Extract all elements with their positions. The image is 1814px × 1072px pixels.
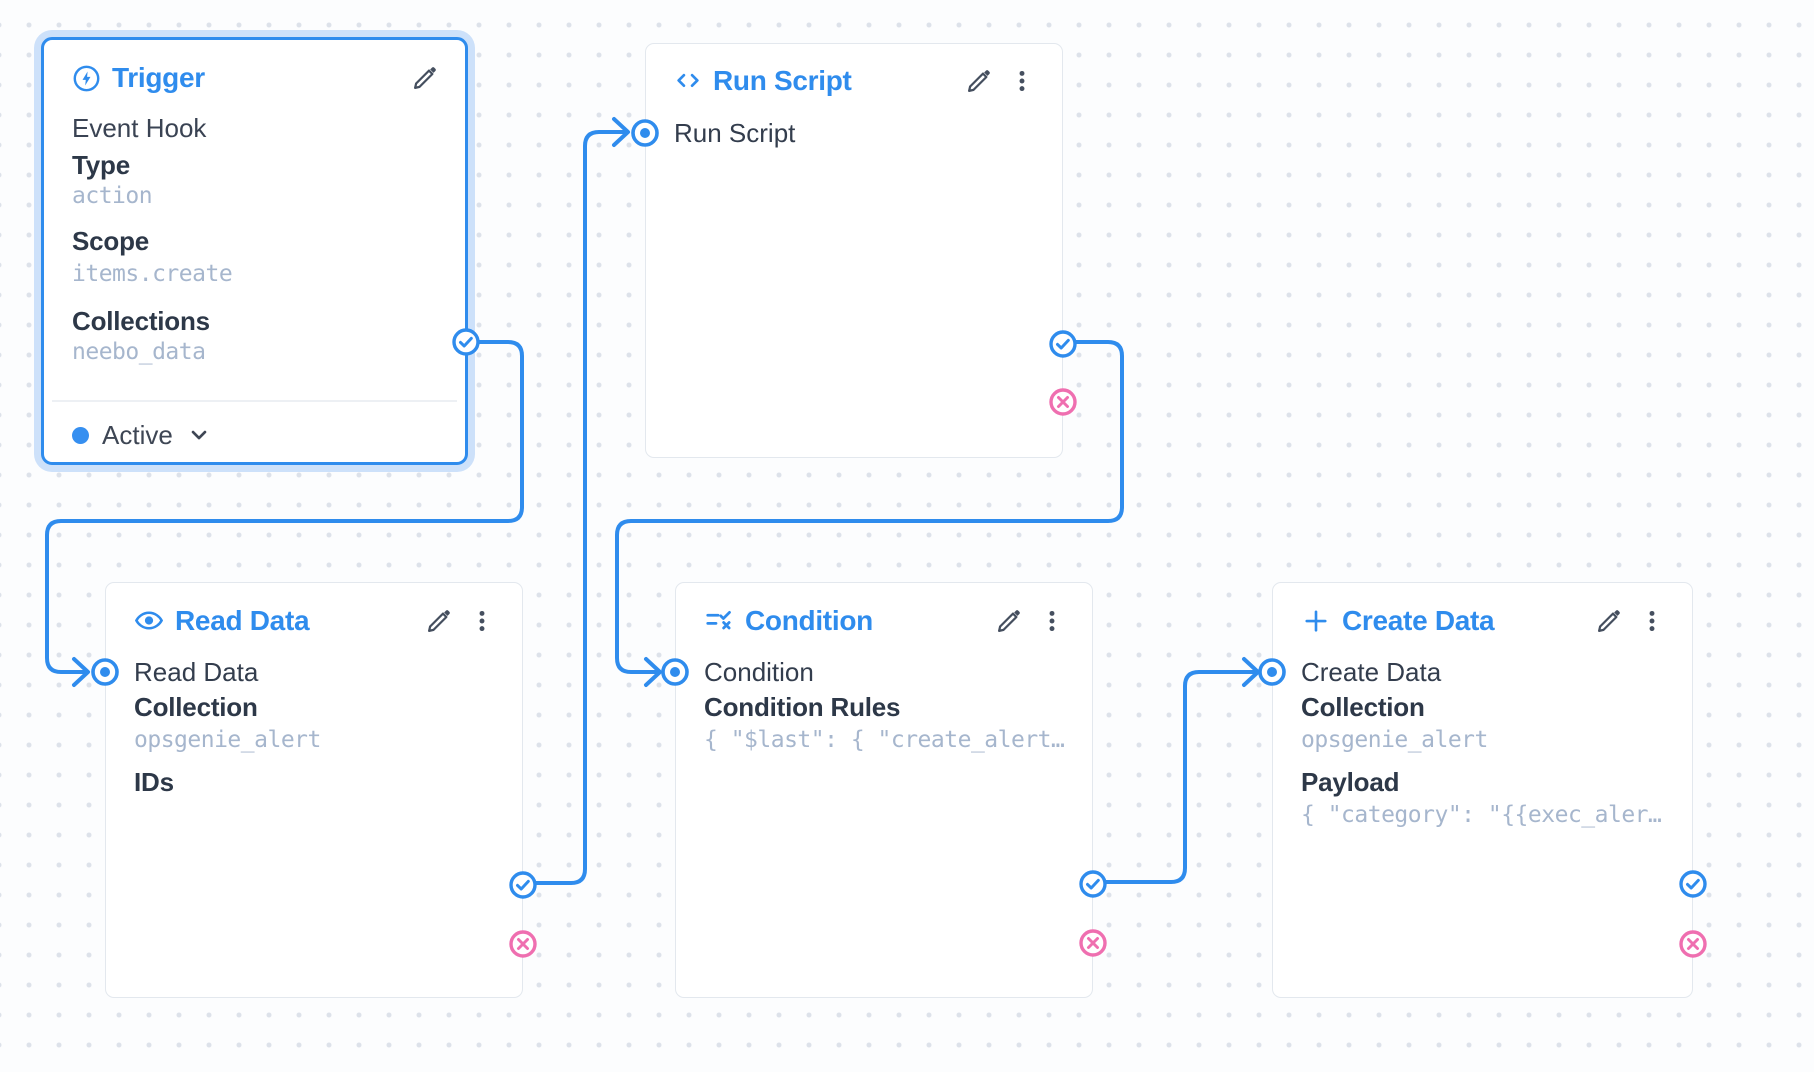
trigger-type-label: Event Hook bbox=[72, 112, 207, 143]
wire-trigger-to-read-data bbox=[45, 340, 524, 674]
input-port-label: Create Data bbox=[1301, 656, 1442, 687]
node-title: Create Data bbox=[1342, 605, 1495, 636]
wire-condition-to-create-data bbox=[1091, 670, 1258, 884]
rule-icon bbox=[704, 606, 734, 636]
reject-port[interactable] bbox=[1048, 387, 1078, 417]
input-port[interactable] bbox=[1257, 657, 1287, 687]
field-label: Condition Rules bbox=[704, 691, 901, 722]
field-value: opsgenie_alert bbox=[134, 727, 321, 753]
edit-button[interactable] bbox=[963, 65, 995, 97]
node-trigger[interactable]: Trigger Event Hook Type action Scope ite… bbox=[41, 37, 480, 465]
wire-read-data-to-run-script-arrowhead bbox=[612, 117, 630, 147]
field-label: Payload bbox=[1301, 766, 1400, 797]
reject-port[interactable] bbox=[508, 929, 538, 959]
field-label: Collection bbox=[1301, 691, 1425, 722]
wire-condition-to-create-data-arrowhead bbox=[1242, 657, 1260, 687]
kebab-menu-button[interactable] bbox=[1636, 605, 1668, 637]
wire-read-data-to-run-script bbox=[521, 130, 628, 885]
resolve-port[interactable] bbox=[451, 327, 481, 357]
wire-trigger-to-read-data-arrowhead bbox=[72, 657, 90, 687]
input-port-label: Condition bbox=[704, 656, 814, 687]
kebab-menu-button[interactable] bbox=[466, 605, 498, 637]
node-run-script[interactable]: Run Script Run Script bbox=[631, 43, 1077, 458]
wire-run-script-to-condition bbox=[615, 340, 1124, 674]
input-port[interactable] bbox=[630, 118, 660, 148]
resolve-port[interactable] bbox=[1048, 329, 1078, 359]
edit-button[interactable] bbox=[1593, 605, 1625, 637]
field-value: opsgenie_alert bbox=[1301, 727, 1488, 753]
field-label: Collection bbox=[134, 691, 258, 722]
node-title: Read Data bbox=[175, 605, 310, 636]
wire-run-script-to-condition-arrowhead bbox=[644, 657, 662, 687]
resolve-port[interactable] bbox=[508, 870, 538, 900]
edit-button[interactable] bbox=[423, 605, 455, 637]
node-create-data[interactable]: Create Data Create Data Collection opsge… bbox=[1258, 582, 1707, 998]
field-label: Type bbox=[72, 149, 130, 180]
kebab-menu-button[interactable] bbox=[1006, 65, 1038, 97]
plus-icon bbox=[1301, 606, 1331, 636]
edit-button[interactable] bbox=[409, 62, 441, 94]
node-read-data[interactable]: Read Data Read Data Collection opsgenie_… bbox=[91, 582, 537, 998]
reject-port[interactable] bbox=[1078, 928, 1108, 958]
resolve-port[interactable] bbox=[1078, 869, 1108, 899]
divider bbox=[52, 400, 457, 402]
field-value: { "$last": { "create_alert… bbox=[704, 727, 1065, 753]
input-port-label: Run Script bbox=[674, 117, 796, 148]
status-dot bbox=[72, 426, 89, 444]
node-title: Trigger bbox=[112, 62, 205, 93]
chevron-down-icon bbox=[186, 422, 212, 448]
field-value: { "category": "{{exec_aler… bbox=[1301, 802, 1662, 828]
node-title: Run Script bbox=[713, 65, 852, 96]
code-icon bbox=[674, 67, 702, 95]
field-value: items.create bbox=[72, 261, 233, 287]
kebab-menu-button[interactable] bbox=[1036, 605, 1068, 637]
input-port[interactable] bbox=[90, 657, 120, 687]
field-label: IDs bbox=[134, 766, 174, 797]
field-value: action bbox=[72, 183, 153, 209]
input-port[interactable] bbox=[660, 657, 690, 687]
status-label: Active bbox=[102, 419, 173, 450]
status-toggle[interactable]: Active bbox=[72, 418, 441, 452]
input-port-label: Read Data bbox=[134, 656, 259, 687]
field-label: Scope bbox=[72, 225, 150, 256]
eye-icon bbox=[134, 606, 164, 636]
edit-button[interactable] bbox=[993, 605, 1025, 637]
bolt-circle-icon bbox=[72, 64, 101, 93]
reject-port[interactable] bbox=[1678, 929, 1708, 959]
node-condition[interactable]: Condition Condition Condition Rules { "$… bbox=[661, 582, 1107, 998]
node-title: Condition bbox=[745, 605, 873, 636]
field-label: Collections bbox=[72, 305, 210, 336]
resolve-port[interactable] bbox=[1678, 869, 1708, 899]
field-value: neebo_data bbox=[72, 339, 206, 365]
